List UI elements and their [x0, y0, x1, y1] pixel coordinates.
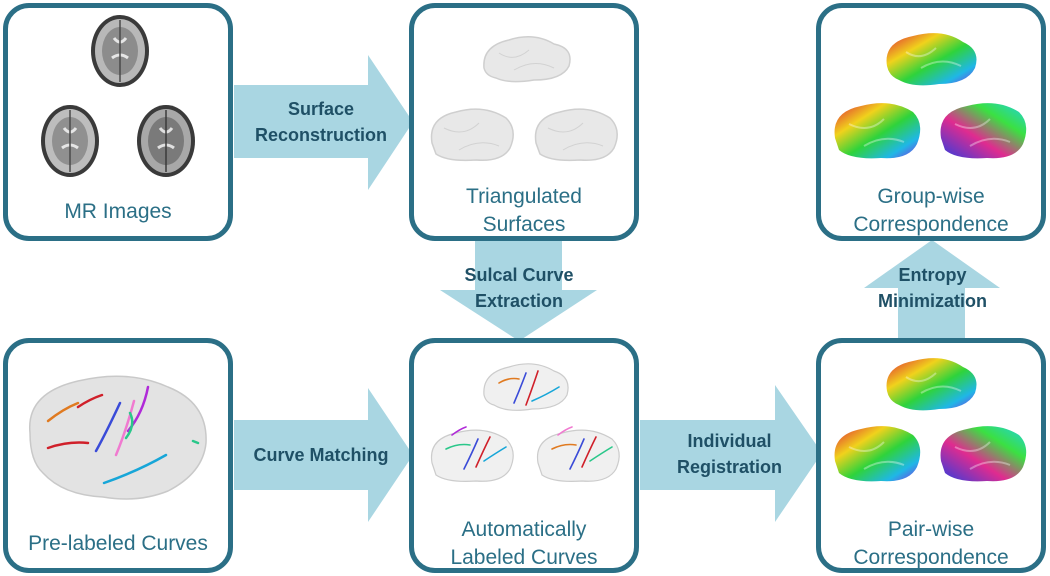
labeled-sulcal-curves-icon — [430, 363, 620, 482]
surface-reconstruction-label: Surface Reconstruction — [236, 96, 406, 148]
sulcal-curve-extraction-label: Sulcal Curve Extraction — [440, 262, 598, 314]
sulcal-curve-extraction-arrow — [440, 240, 597, 341]
pair-wise-correspondence-box: Pair-wise Correspondence — [816, 338, 1046, 573]
pair-wise-line-2: Correspondence — [853, 546, 1009, 569]
individual-registration-label: Individual Registration — [642, 428, 817, 480]
pair-wise-line-1: Pair-wise — [887, 518, 975, 541]
entropy-minimization-arrow — [864, 240, 1000, 340]
triangulated-surfaces-label: Triangulated Surfaces — [414, 183, 634, 239]
auto-labeled-curves-box: Automatically Labeled Curves — [409, 338, 639, 573]
entropy-minimization-line-1: Entropy — [898, 265, 967, 285]
auto-labeled-line-2: Labeled Curves — [450, 546, 598, 569]
individual-registration-arrow — [640, 385, 822, 522]
surface-reconstruction-line-2: Reconstruction — [254, 125, 387, 145]
triangulated-surfaces-line-1: Triangulated — [466, 185, 582, 208]
sulcal-curve-extraction-line-1: Sulcal Curve — [464, 265, 574, 285]
auto-labeled-line-1: Automatically — [461, 518, 587, 541]
triangulated-surfaces-line-2: Surfaces — [482, 213, 566, 236]
pair-wise-label: Pair-wise Correspondence — [821, 516, 1041, 572]
mr-images-label: MR Images — [64, 200, 172, 223]
mr-images-box: MR Images — [3, 3, 233, 241]
gray-brain-surface-icon — [430, 36, 618, 162]
auto-labeled-label: Automatically Labeled Curves — [414, 516, 634, 572]
surface-reconstruction-arrow — [234, 55, 413, 190]
labeled-sulcal-curves-icon — [29, 375, 207, 500]
individual-registration-line-1: Individual — [687, 431, 772, 451]
pre-labeled-curves-label: Pre-labeled Curves — [28, 532, 208, 555]
group-wise-label: Group-wise Correspondence — [821, 183, 1041, 239]
curve-matching-arrow — [234, 388, 413, 522]
group-wise-correspondence-box: Group-wise Correspondence — [816, 3, 1046, 241]
group-wise-line-2: Correspondence — [853, 213, 1009, 236]
entropy-minimization-label: Entropy Minimization — [850, 262, 1015, 314]
sulcal-curve-extraction-line-2: Extraction — [474, 291, 564, 311]
curve-matching-label: Curve Matching — [253, 445, 389, 465]
color-correspondence-brain-icon — [834, 33, 1027, 159]
triangulated-surfaces-box: Triangulated Surfaces — [409, 3, 639, 241]
surface-reconstruction-line-1: Surface — [287, 99, 355, 119]
brain-mri-slice-icon — [41, 15, 195, 177]
individual-registration-line-2: Registration — [676, 457, 782, 477]
entropy-minimization-line-2: Minimization — [878, 291, 987, 311]
pre-labeled-curves-box: Pre-labeled Curves — [3, 338, 233, 573]
group-wise-line-1: Group-wise — [877, 185, 985, 208]
color-correspondence-brain-icon — [834, 358, 1027, 482]
